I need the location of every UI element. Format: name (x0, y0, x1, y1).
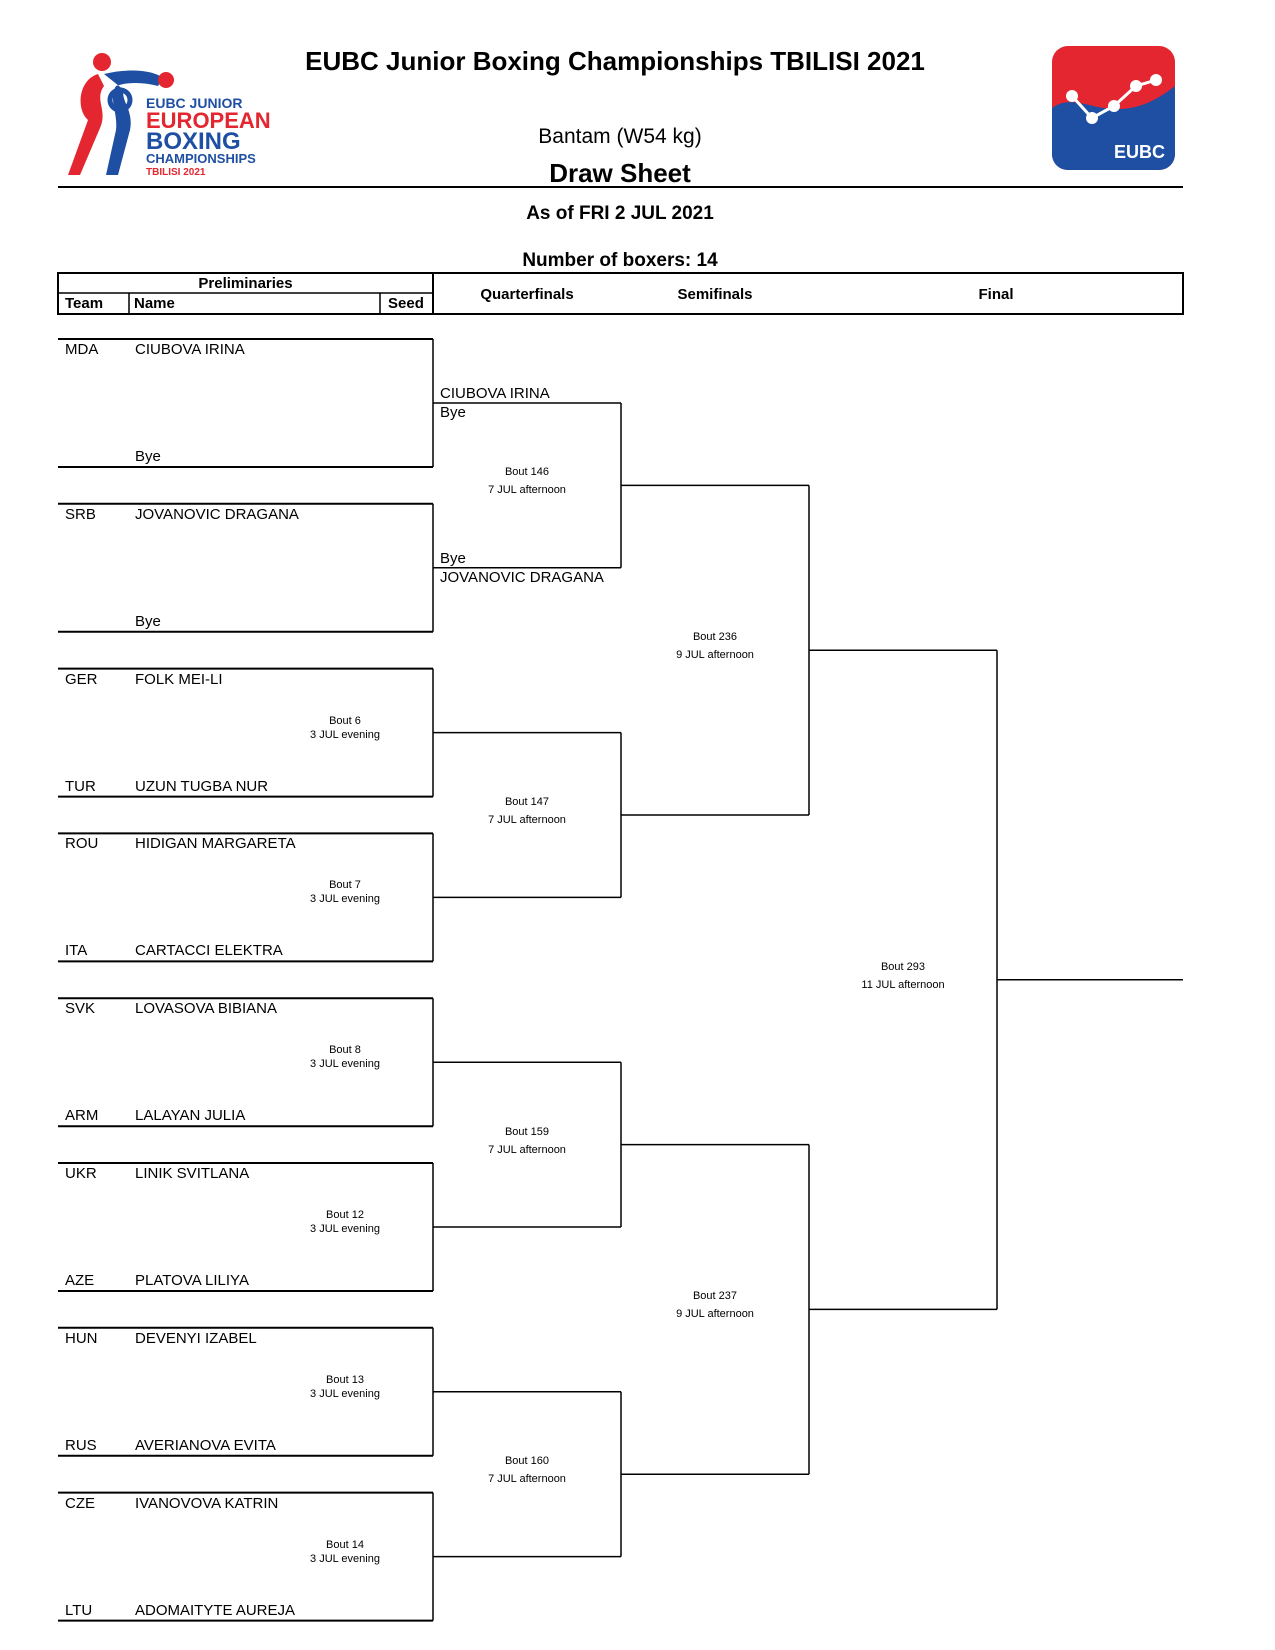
header-team: Team (65, 295, 104, 312)
team-code: LTU (65, 1601, 93, 1619)
boxer-name: CIUBOVA IRINA (135, 341, 245, 358)
boxer-name: UZUN TUGBA NUR (135, 777, 269, 795)
boxer-name: PLATOVA LILIYA (135, 1272, 249, 1289)
bout-time: 3 JUL evening (310, 893, 380, 906)
bout-time: 3 JUL evening (310, 728, 380, 741)
bout-time: 3 JUL evening (310, 1223, 380, 1235)
boxer-name: IVANOVOVA KATRIN (135, 1494, 279, 1512)
team-code: SVK (65, 1000, 96, 1018)
team-code: MDA (65, 341, 99, 358)
team-code: ROU (65, 835, 99, 853)
bout-time: 7 JUL afternoon (488, 1143, 566, 1156)
boxer-name: Bye (135, 448, 161, 465)
logo-left: EUBC JUNIOR EUROPEAN BOXING CHAMPIONSHIP… (58, 50, 288, 180)
qf-entry-name: CIUBOVA IRINA (440, 385, 550, 402)
boxer-name: HIDIGAN MARGARETA (135, 835, 296, 853)
logo-line5: TBILISI 2021 (146, 167, 206, 178)
bout-time: 3 JUL evening (310, 1058, 380, 1071)
boxer-name: AVERIANOVA EVITA (135, 1436, 276, 1454)
team-code: ITA (65, 942, 88, 960)
header-preliminaries: Preliminaries (198, 275, 293, 292)
header-seed: Seed (388, 295, 424, 312)
logo-line3: BOXING (146, 128, 241, 155)
team-code: RUS (65, 1436, 97, 1454)
team-code: SRB (65, 505, 96, 523)
as-of-date: As of FRI 2 JUL 2021 (526, 203, 714, 224)
bout-time: 9 JUL afternoon (676, 1308, 754, 1321)
bout-number: Bout 14 (326, 1538, 364, 1551)
team-code: AZE (65, 1272, 95, 1289)
bout-time: 7 JUL afternoon (488, 814, 566, 826)
bout-number: Bout 236 (692, 631, 738, 644)
boxer-name: Bye (135, 612, 161, 630)
team-code: CZE (65, 1494, 95, 1512)
weight-class: Bantam (W54 kg) (538, 125, 702, 148)
team-code: UKR (65, 1165, 97, 1182)
sheet-title: Draw Sheet (549, 158, 691, 188)
eubc-logo-text: EUBC (1114, 142, 1166, 162)
bout-time: 9 JUL afternoon (676, 649, 754, 662)
boxer-figure-icon (68, 53, 174, 175)
logo-line2: EUROPEAN (146, 108, 271, 133)
boxer-name: LOVASOVA BIBIANA (135, 1000, 278, 1018)
bout-time: 7 JUL afternoon (488, 484, 566, 497)
boxer-name: DEVENYI IZABEL (135, 1329, 257, 1347)
bracket-connectors (58, 338, 1183, 1622)
bout-number: Bout 8 (329, 1044, 361, 1057)
header-semifinals: Semifinals (677, 286, 753, 303)
header-final: Final (978, 286, 1014, 303)
header-name: Name (134, 295, 175, 312)
bout-number: Bout 146 (504, 466, 550, 479)
logo-right: EUBC (1052, 46, 1175, 170)
boxer-name: JOVANOVIC DRAGANA (135, 505, 299, 523)
bout-number: Bout 13 (326, 1373, 364, 1386)
boxer-name: FOLK MEI-LI (135, 670, 223, 688)
qf-entry-name: Bye (440, 404, 466, 421)
bout-time: 3 JUL evening (310, 1552, 380, 1565)
bout-number: Bout 160 (504, 1455, 550, 1468)
logo-line1: EUBC JUNIOR (146, 95, 243, 111)
bout-number: Bout 7 (329, 879, 361, 892)
boxer-name: LINIK SVITLANA (135, 1165, 250, 1182)
bout-number: Bout 293 (880, 960, 926, 973)
bout-time: 11 JUL afternoon (861, 978, 945, 991)
qf-entry-name: JOVANOVIC DRAGANA (440, 568, 604, 586)
team-code: HUN (65, 1329, 98, 1347)
boxer-name: ADOMAITYTE AUREJA (135, 1601, 296, 1619)
boxer-name: LALAYAN JULIA (135, 1107, 246, 1125)
bout-time: 7 JUL afternoon (488, 1473, 566, 1486)
page-title: EUBC Junior Boxing Championships TBILISI… (305, 46, 925, 76)
team-code: TUR (65, 777, 96, 795)
team-code: ARM (65, 1107, 99, 1125)
bout-number: Bout 237 (692, 1290, 738, 1303)
bout-time: 3 JUL evening (310, 1387, 380, 1400)
bout-number: Bout 159 (504, 1125, 550, 1138)
qf-entry-name: Bye (440, 549, 466, 567)
bout-number: Bout 12 (326, 1209, 364, 1221)
eubc-logo-icon (1052, 46, 1175, 170)
boxer-name: CARTACCI ELEKTRA (135, 942, 283, 960)
header-quarterfinals: Quarterfinals (480, 286, 574, 303)
bout-number: Bout 6 (329, 714, 361, 727)
logo-line4: CHAMPIONSHIPS (146, 151, 256, 166)
team-code: GER (65, 670, 98, 688)
bout-number: Bout 147 (504, 796, 550, 808)
boxer-count: Number of boxers: 14 (522, 250, 718, 271)
